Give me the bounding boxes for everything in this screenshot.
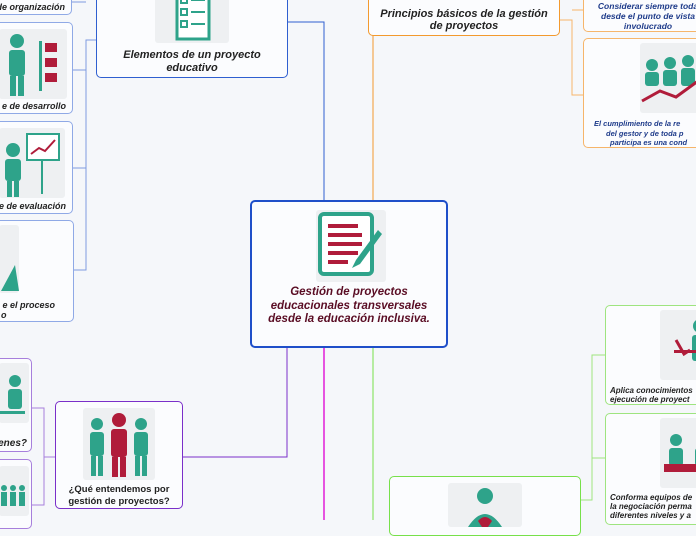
organizacion-label: de organización xyxy=(0,2,65,12)
clipboard-pen-icon xyxy=(316,210,386,282)
node-evaluacion[interactable]: e de evaluación xyxy=(0,121,73,214)
node-green-main[interactable] xyxy=(389,476,581,536)
connector-elementos xyxy=(288,21,325,200)
node-people-small[interactable] xyxy=(0,459,32,529)
considerar-label-3: involucrado xyxy=(623,21,673,31)
business-person-icon xyxy=(448,483,522,527)
cumplimiento-label-1: El cumplimiento de la re xyxy=(594,119,681,128)
node-cumplimiento[interactable]: El cumplimiento de la re del gestor y de… xyxy=(583,38,696,148)
conforma-label-1: Conforma equipos de xyxy=(610,493,693,502)
elementos-label: Elementos de un proyecto educativo xyxy=(123,49,261,74)
desarrollo-label: e de desarrollo xyxy=(1,101,66,111)
node-desarrollo[interactable]: e de desarrollo xyxy=(0,22,73,114)
cumplimiento-label-2: del gestor y de toda p xyxy=(606,129,684,138)
node-aplica[interactable]: Aplica conocimientos ejecución de proyec… xyxy=(605,305,696,405)
presenter-board-icon xyxy=(0,128,65,198)
meeting-icon xyxy=(660,310,696,380)
conforma-label-3: diferentes niveles y a xyxy=(610,511,691,520)
person-icon xyxy=(0,363,29,423)
que-entendemos-label: ¿Qué entendemos por gestión de proyectos… xyxy=(68,484,170,507)
considerar-label-1: Considerar siempre toda xyxy=(597,1,696,11)
evaluacion-label: e de evaluación xyxy=(0,201,66,211)
node-elementos[interactable]: Elementos de un proyecto educativo xyxy=(96,0,288,78)
presenter-chart-icon xyxy=(0,29,67,99)
aplica-label-1: Aplica conocimientos xyxy=(610,386,693,395)
connector-principios-children xyxy=(560,9,583,96)
cumplimiento-label-3: participa es una cond xyxy=(610,138,688,147)
connector-elementos-children xyxy=(70,1,96,271)
considerar-label-2: desde el punto de vista xyxy=(601,11,695,21)
node-que-entendemos[interactable]: ¿Qué entendemos por gestión de proyectos… xyxy=(55,401,183,509)
worker-icon xyxy=(0,466,29,516)
triangle-icon xyxy=(0,225,19,293)
proceso-label-2: o xyxy=(1,310,7,320)
node-conforma[interactable]: Conforma equipos de la negociación perma… xyxy=(605,413,696,525)
node-principios[interactable]: Principios básicos de la gestión de proy… xyxy=(368,0,560,36)
aplica-label-2: ejecución de proyect xyxy=(610,395,690,404)
conforma-label-2: la negociación perma xyxy=(610,502,692,511)
connector-que-entendemos xyxy=(183,348,288,458)
team-icon xyxy=(83,408,155,480)
node-considerar[interactable]: Considerar siempre toda desde el punto d… xyxy=(583,0,696,32)
central-node[interactable]: Gestión de proyectos educacionales trans… xyxy=(250,200,448,348)
connector-green-children xyxy=(580,354,605,501)
node-proceso[interactable]: e el proceso o xyxy=(0,220,74,322)
meeting-table-icon xyxy=(660,418,696,488)
node-organizacion[interactable]: de organización xyxy=(0,0,72,15)
proceso-label-1: e el proceso xyxy=(2,300,55,310)
group-growth-icon xyxy=(640,43,696,113)
checklist-icon xyxy=(155,0,229,43)
principios-label: Principios básicos de la gestión de proy… xyxy=(380,8,548,32)
connectors xyxy=(32,0,605,520)
connector-que-children xyxy=(32,407,55,506)
central-title: Gestión de proyectos educacionales trans… xyxy=(268,286,430,325)
quienes-label: enes? xyxy=(0,438,27,449)
node-quienes[interactable]: enes? xyxy=(0,358,32,452)
